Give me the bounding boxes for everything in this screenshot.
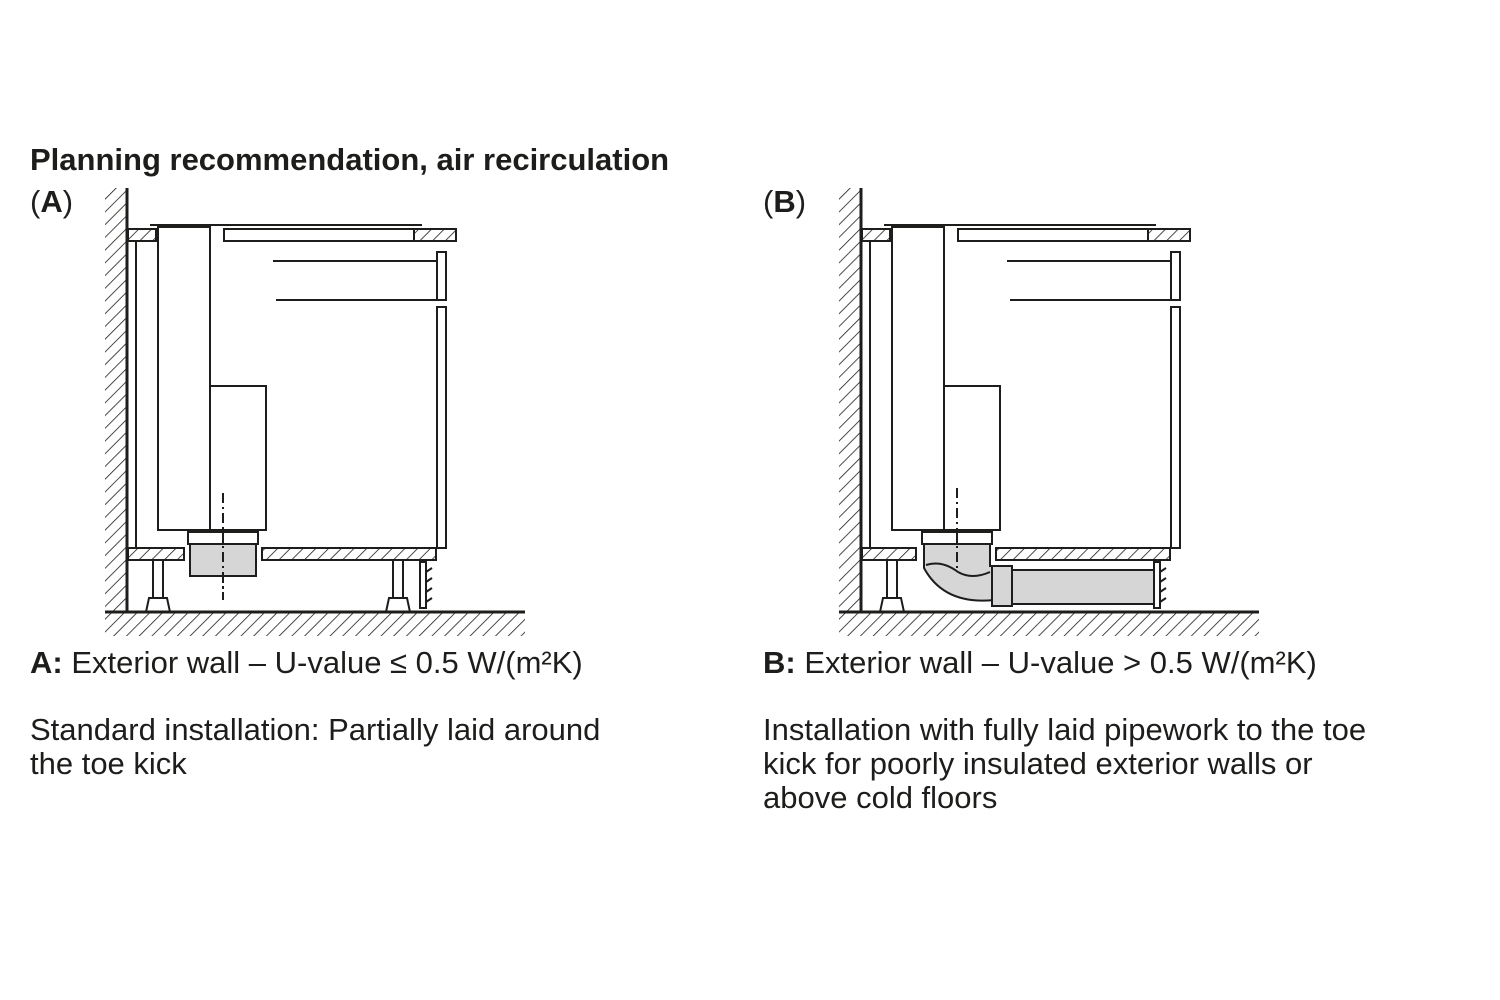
page-title: Planning recommendation, air recirculati… [30, 142, 670, 177]
recirculation-pipework [921, 531, 1155, 607]
cabinet-base [861, 547, 1171, 561]
cabinet [135, 241, 447, 549]
description-line: kick for poorly insulated exterior walls… [763, 746, 1313, 781]
exterior-wall [105, 188, 129, 612]
floor [839, 610, 1259, 636]
floor [105, 610, 525, 636]
recirculation-module [187, 531, 259, 600]
panel-a-label: (A) [30, 184, 74, 219]
description-line: above cold floors [763, 780, 998, 815]
description-line: Standard installation: Partially laid ar… [30, 712, 601, 747]
description-line: the toe kick [30, 746, 187, 781]
exterior-wall [839, 188, 863, 612]
installation-drawing-b [839, 188, 1259, 636]
description-line: Installation with fully laid pipework to… [763, 712, 1367, 747]
toe-kick [1153, 561, 1167, 609]
worktop [861, 224, 1191, 242]
installation-drawing-a [105, 188, 525, 636]
cabinet-base [127, 547, 437, 561]
description-a: Standard installation: Partially laid ar… [30, 713, 600, 781]
panel-b-label: (B) [763, 184, 807, 219]
downdraft-extractor [891, 226, 1001, 570]
cabinet-feet [144, 559, 412, 613]
worktop [127, 224, 457, 242]
description-b: Installation with fully laid pipework to… [763, 713, 1366, 815]
cabinet [869, 241, 1181, 549]
caption-a: A: Exterior wall – U-value ≤ 0.5 W/(m²K) [30, 645, 583, 680]
cabinet-feet [878, 559, 906, 613]
downdraft-extractor [157, 226, 267, 600]
caption-b: B: Exterior wall – U-value > 0.5 W/(m²K) [763, 645, 1317, 680]
toe-kick [419, 561, 433, 609]
